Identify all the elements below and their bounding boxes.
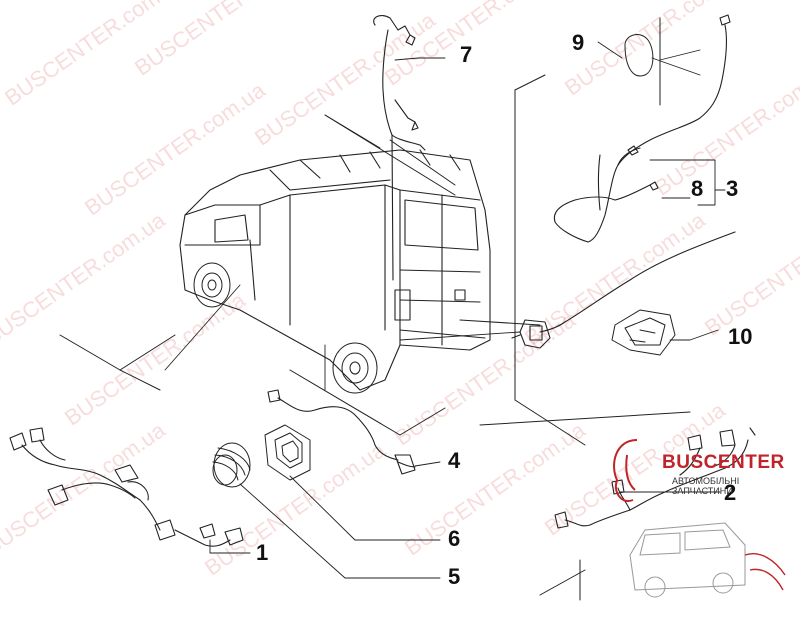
guide-line xyxy=(399,407,446,436)
leader-5 xyxy=(239,483,441,579)
round-grommet xyxy=(212,442,251,488)
leader-6 xyxy=(289,475,441,541)
callout-3: 3 xyxy=(726,176,739,201)
roof-harness xyxy=(373,15,426,281)
guide-line xyxy=(514,89,586,446)
buscenter-logo-graphic xyxy=(613,439,786,598)
callout-6: 6 xyxy=(448,526,461,551)
guide-line xyxy=(119,369,161,391)
callout-2: 2 xyxy=(724,480,737,505)
callout-9: 9 xyxy=(572,30,585,55)
bracket xyxy=(611,309,676,356)
guide-line xyxy=(479,411,691,426)
callout-4: 4 xyxy=(448,448,461,473)
guide-line xyxy=(324,114,381,149)
rear-lamp-harness xyxy=(511,231,736,349)
rectangular-grommet xyxy=(264,424,311,481)
callout-7: 7 xyxy=(460,42,473,67)
leader-lines xyxy=(164,41,726,579)
callout-10: 10 xyxy=(728,324,753,349)
leader-3 xyxy=(649,159,726,191)
guide-line xyxy=(289,369,401,436)
callout-5: 5 xyxy=(448,564,461,589)
callout-8: 8 xyxy=(691,176,704,201)
leader-10 xyxy=(669,329,719,341)
leader-1 xyxy=(209,539,251,554)
van-body xyxy=(179,149,491,391)
rear-harness xyxy=(553,14,731,243)
guide-line xyxy=(539,569,586,596)
main-harness xyxy=(9,427,244,547)
leader-9 xyxy=(597,41,623,59)
guide-line xyxy=(459,319,541,326)
guide-line xyxy=(389,139,456,186)
rear-wheel xyxy=(332,342,378,394)
sensor-harness xyxy=(554,427,756,529)
cover-panel xyxy=(624,34,654,77)
guide-line xyxy=(514,74,546,91)
logo-name: BUSCENTER xyxy=(662,452,785,473)
callout-1: 1 xyxy=(256,540,269,565)
logo-tagline: АВТОМОБІЛЬНІ ЗАПЧАСТИНИ xyxy=(672,476,740,496)
guide-line xyxy=(119,334,176,371)
front-wheel xyxy=(193,262,231,308)
door-harness xyxy=(267,389,416,475)
leader-4 xyxy=(414,461,441,467)
guide-line xyxy=(59,334,121,371)
